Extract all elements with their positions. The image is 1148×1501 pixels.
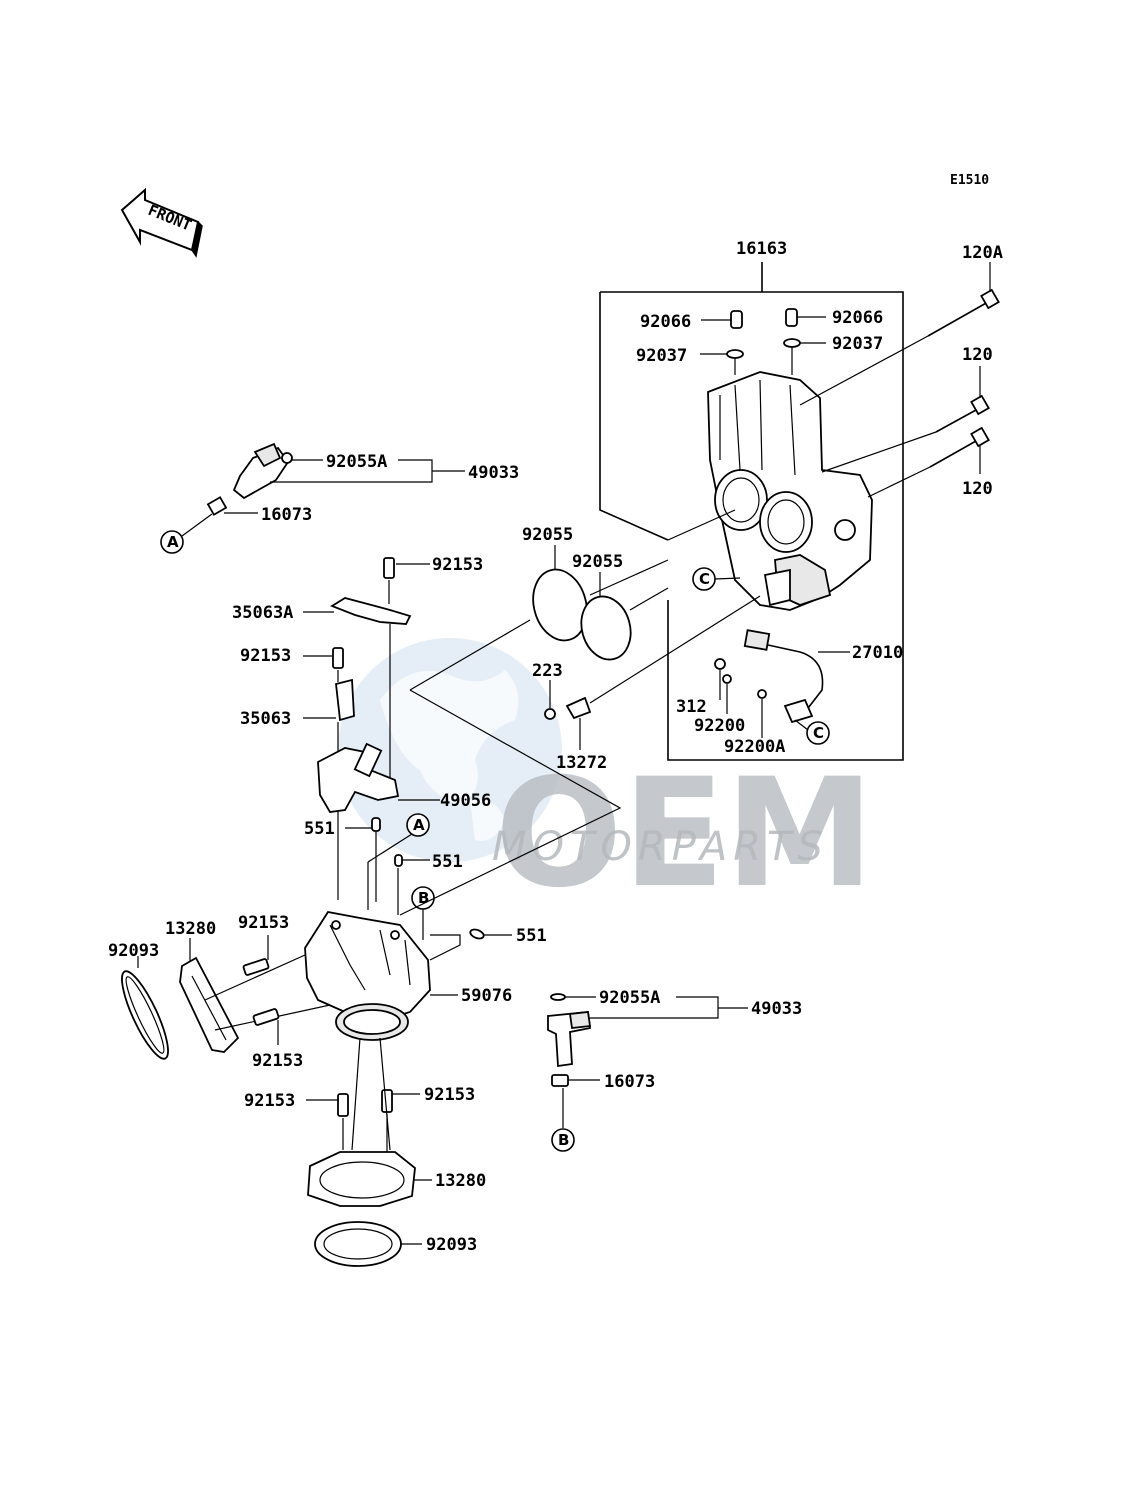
- label-92066-left: 92066: [640, 312, 691, 332]
- label-223: 223: [532, 661, 563, 681]
- label-27010: 27010: [852, 643, 903, 663]
- label-312: 312: [676, 697, 707, 717]
- label-92200: 92200: [694, 716, 745, 736]
- label-35063: 35063: [240, 709, 291, 729]
- guide-lines: [399, 689, 622, 961]
- label-92093-left: 92093: [108, 941, 159, 961]
- intake-manifold-59076: [304, 911, 458, 1041]
- label-59076: 59076: [461, 986, 512, 1006]
- long-bolts: [799, 262, 1000, 498]
- label-120A: 120A: [962, 243, 1003, 263]
- diagram-code: E1510: [950, 173, 989, 188]
- label-92153-a: 92153: [432, 555, 483, 575]
- label-92055-1: 92055: [522, 525, 573, 545]
- svg-text:B: B: [418, 889, 429, 907]
- label-92153-f: 92153: [424, 1085, 475, 1105]
- label-92153-c: 92153: [238, 913, 289, 933]
- watermark-continents-icon: [380, 670, 519, 841]
- label-92055-2: 92055: [572, 552, 623, 572]
- callout-b-manifold: B: [411, 886, 435, 940]
- label-13280-bottom: 13280: [435, 1171, 486, 1191]
- label-16163: 16163: [736, 239, 787, 259]
- label-120-lower: 120: [962, 479, 993, 499]
- label-49056: 49056: [440, 791, 491, 811]
- watermark-subtitle: MOTORPARTS: [492, 824, 829, 870]
- label-49033-top: 49033: [468, 463, 519, 483]
- bracket-13272: [544, 595, 761, 750]
- label-13272: 13272: [556, 753, 607, 773]
- o-rings-92055: [409, 509, 736, 691]
- sensor-harness: C: [743, 629, 850, 745]
- svg-text:A: A: [413, 816, 425, 834]
- intake-flange-left: [121, 935, 331, 1060]
- label-92066-right: 92066: [832, 308, 883, 328]
- watermark: OEM MOTORPARTS: [338, 638, 874, 921]
- bracket-35063A: [303, 557, 430, 795]
- label-92153-d: 92153: [252, 1051, 303, 1071]
- fuel-injector-lower: B: [547, 993, 748, 1152]
- label-92153-e: 92153: [244, 1091, 295, 1111]
- throttle-body-assembly-frame: [599, 262, 904, 761]
- svg-text:A: A: [167, 533, 179, 551]
- label-92055A-top: 92055A: [326, 452, 387, 472]
- svg-text:B: B: [558, 1131, 569, 1149]
- dowel-pins: [700, 308, 826, 375]
- small-washers: [714, 658, 767, 738]
- label-16073-top: 16073: [261, 505, 312, 525]
- label-92153-b: 92153: [240, 646, 291, 666]
- fitting-49056: [317, 742, 440, 813]
- label-92055A-bottom: 92055A: [599, 988, 660, 1008]
- label-92037-left: 92037: [636, 346, 687, 366]
- callout-a-manifold: A: [367, 813, 430, 910]
- label-551-c: 551: [516, 926, 547, 946]
- label-92093-bottom: 92093: [426, 1235, 477, 1255]
- label-551-b: 551: [432, 852, 463, 872]
- callout-c-upper: C: [692, 567, 741, 591]
- throttle-body: [707, 371, 873, 611]
- watermark-brand: OEM: [495, 747, 874, 921]
- front-arrow-icon: FRONT: [120, 187, 203, 258]
- label-13280-left: 13280: [165, 919, 216, 939]
- label-16073-bottom: 16073: [604, 1072, 655, 1092]
- label-49033-bottom: 49033: [751, 999, 802, 1019]
- svg-text:C: C: [699, 570, 710, 588]
- label-551-a: 551: [304, 819, 335, 839]
- label-120-upper: 120: [962, 345, 993, 365]
- label-92037-right: 92037: [832, 334, 883, 354]
- label-92200A: 92200A: [724, 737, 785, 757]
- svg-text:C: C: [813, 724, 824, 742]
- label-35063A: 35063A: [232, 603, 293, 623]
- intake-flange-bottom: [306, 1037, 432, 1267]
- dowels-551: [345, 817, 512, 940]
- fuel-injector-upper: A: [160, 442, 465, 554]
